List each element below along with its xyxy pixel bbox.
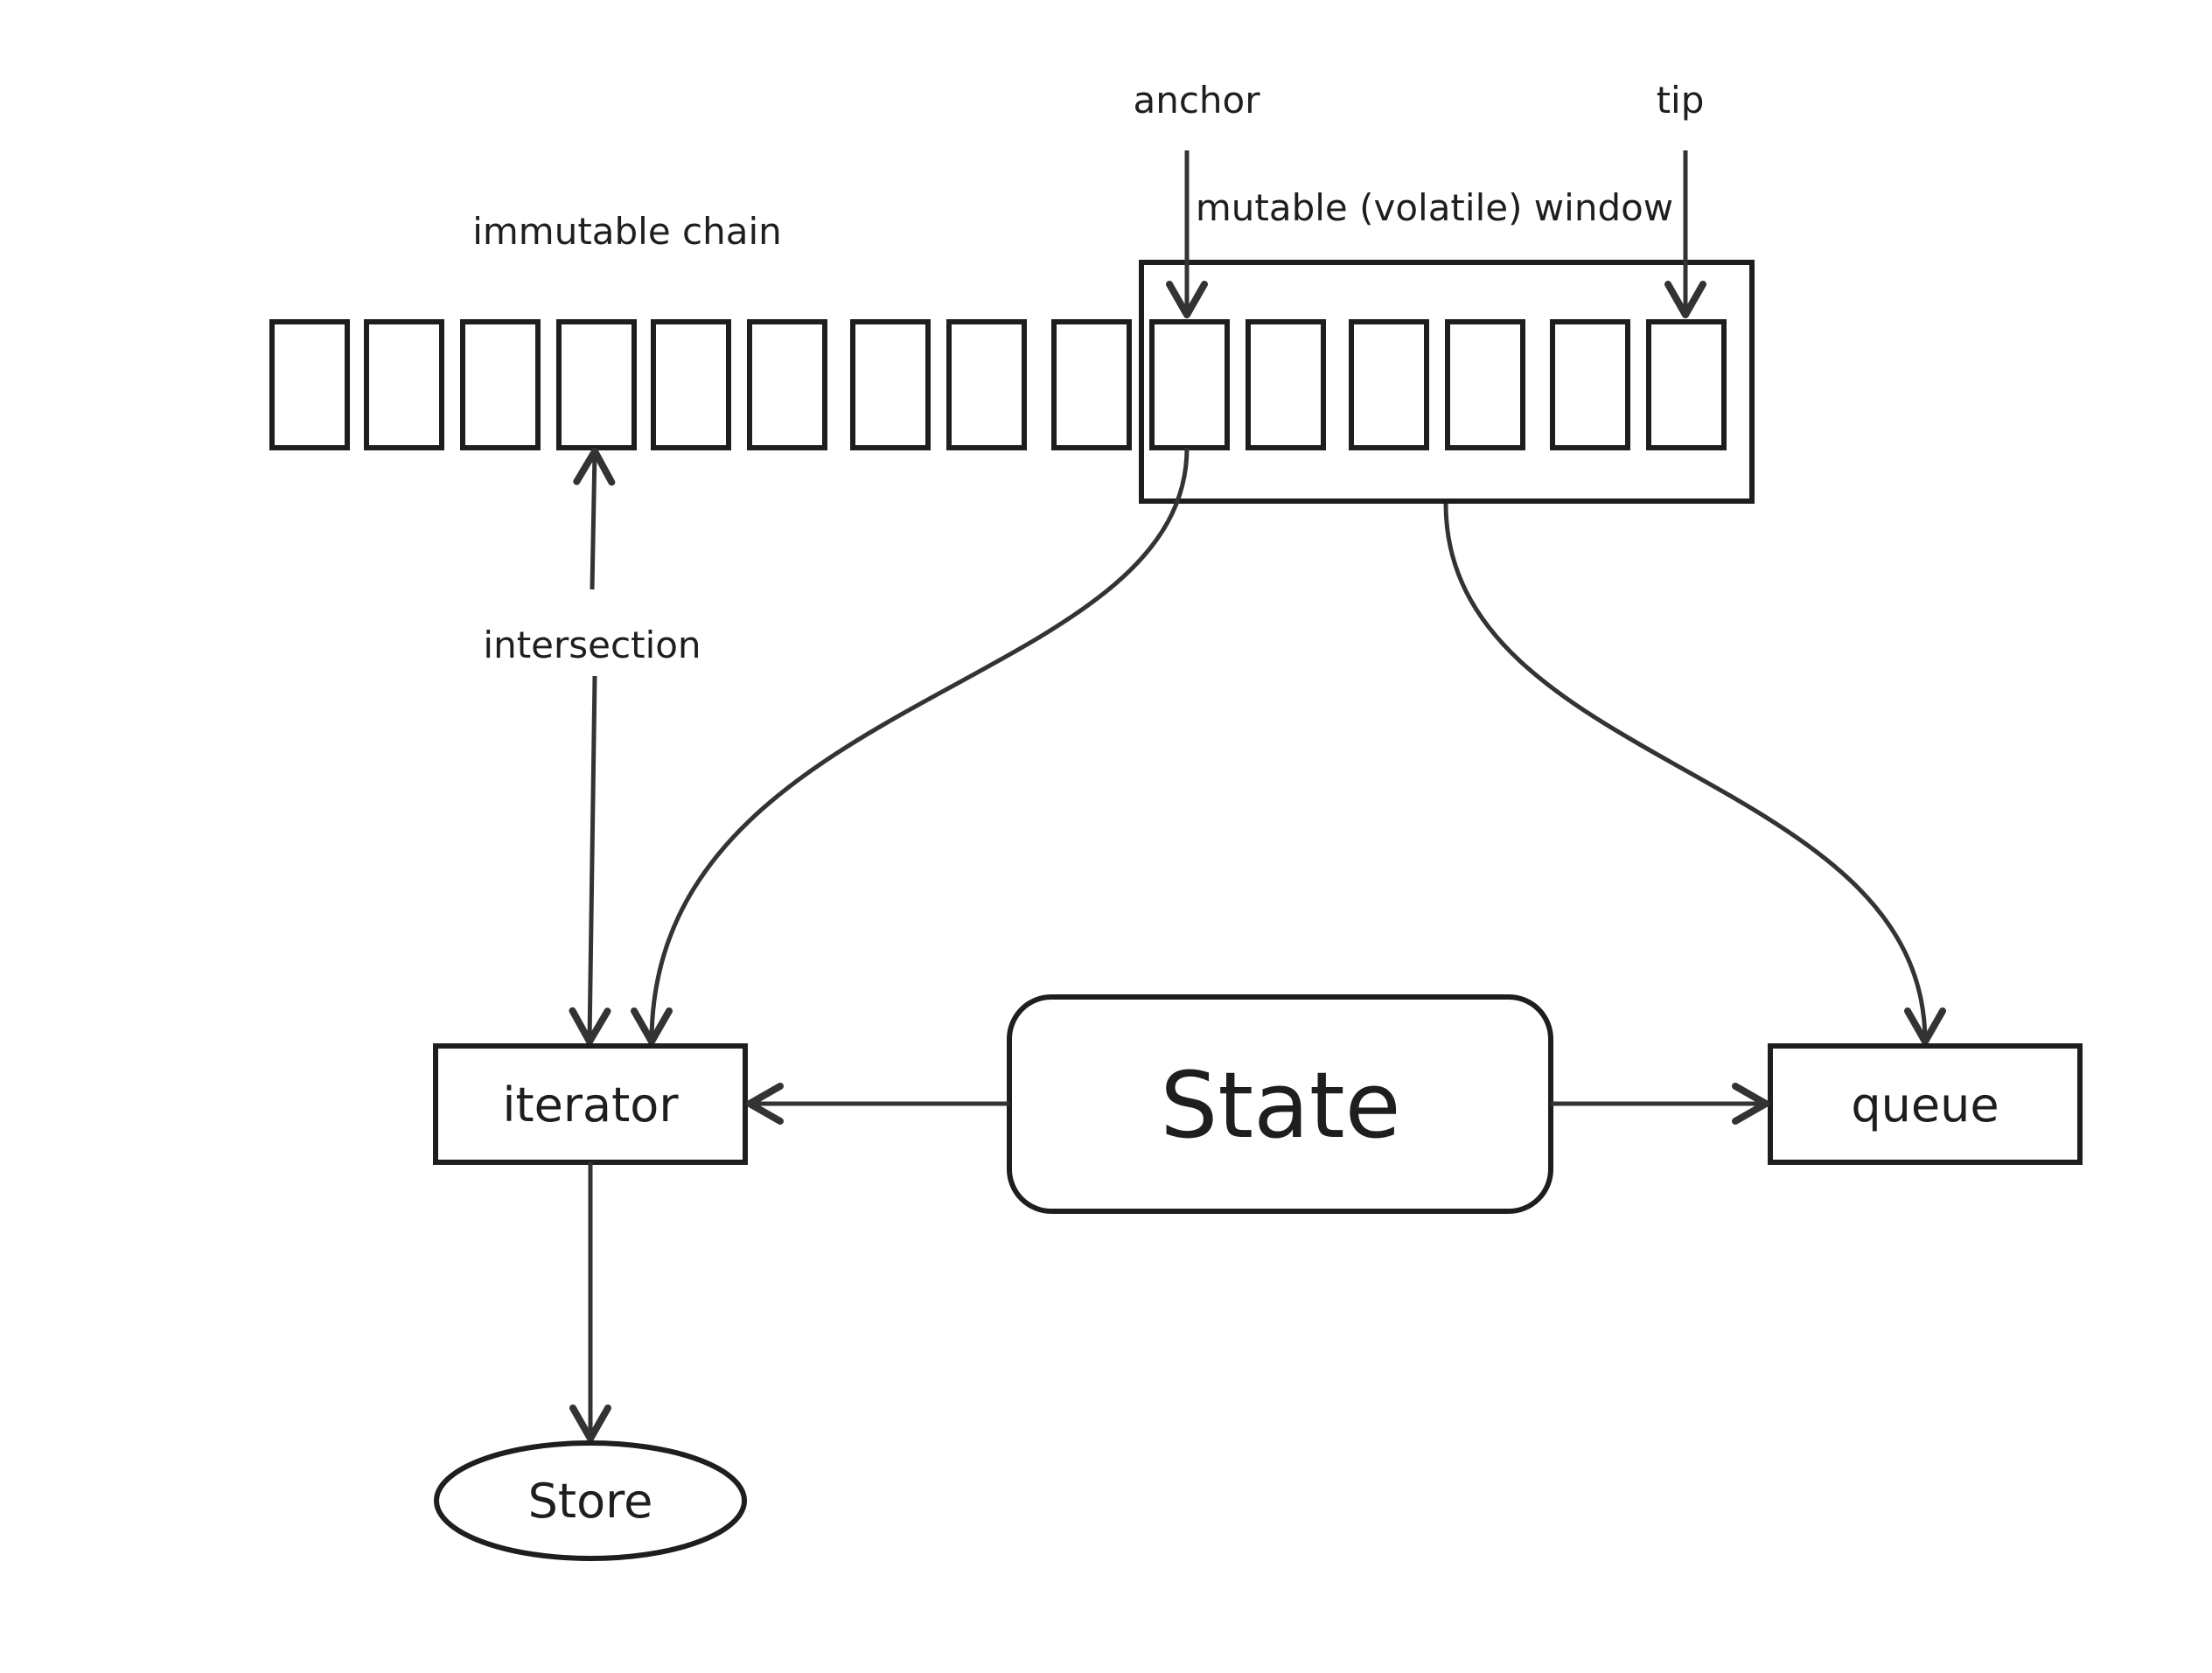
iterator-label: iterator — [502, 1077, 679, 1133]
window-to-queue-edge — [1443, 503, 1946, 1045]
store-node — [434, 1440, 747, 1561]
queue-node — [1768, 1043, 2083, 1165]
immutable-block-4 — [556, 319, 637, 450]
immutable-chain-label: immutable chain — [472, 210, 782, 253]
immutable-block-7 — [850, 319, 931, 450]
queue-label: queue — [1851, 1077, 1999, 1133]
immutable-block-2 — [364, 319, 444, 450]
immutable-block-3 — [460, 319, 541, 450]
anchor-label: anchor — [1133, 79, 1260, 122]
state-label: State — [1160, 1052, 1400, 1159]
mutable-block-6 — [1646, 319, 1727, 450]
immutable-block-5 — [651, 319, 731, 450]
store-label: Store — [528, 1474, 653, 1529]
mutable-window-frame — [1139, 260, 1755, 504]
immutable-block-1 — [269, 319, 350, 450]
mutable-block-2 — [1246, 319, 1326, 450]
mutable-block-3 — [1349, 319, 1429, 450]
tip-label: tip — [1657, 79, 1705, 122]
mutable-block-1 — [1149, 319, 1230, 450]
mutable-block-5 — [1550, 319, 1630, 450]
block-chain — [269, 319, 1727, 450]
immutable-block-9 — [1051, 319, 1132, 450]
intersection-down-arrow — [569, 675, 611, 1045]
intersection-label: intersection — [483, 624, 701, 666]
anchor-to-iterator-edge — [631, 447, 1190, 1045]
mutable-block-4 — [1445, 319, 1525, 450]
immutable-block-6 — [747, 319, 827, 450]
intersection-up-arrow — [573, 448, 616, 590]
mutable-window-label: mutable (volatile) window — [1196, 186, 1673, 229]
immutable-block-8 — [946, 319, 1027, 450]
